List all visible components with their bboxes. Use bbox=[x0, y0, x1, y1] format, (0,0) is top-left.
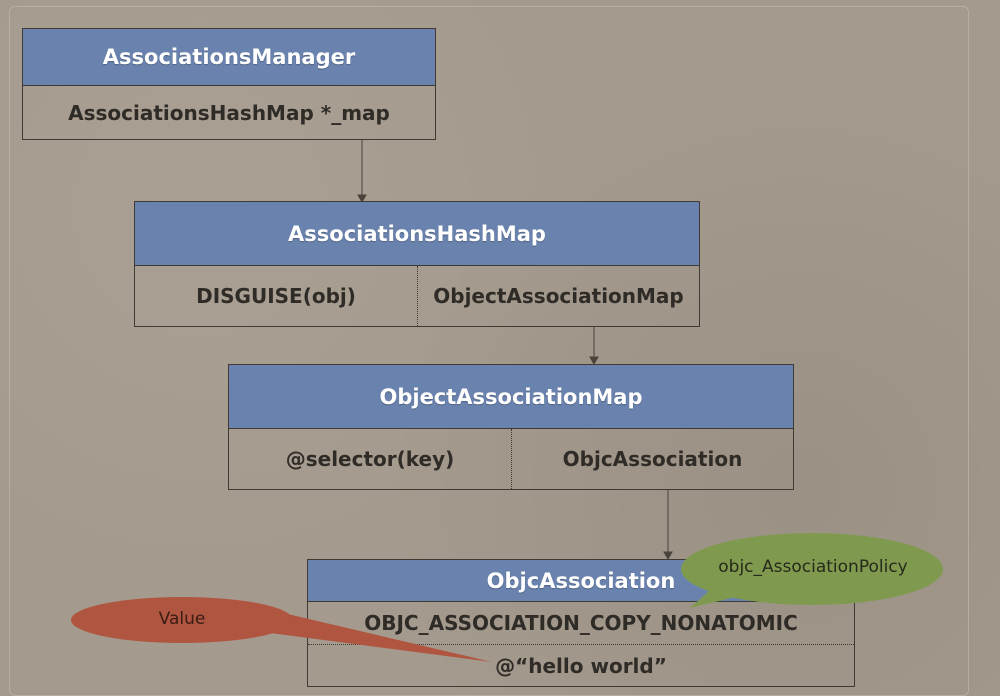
value-bubble bbox=[71, 597, 293, 643]
value-callout-label: Value bbox=[158, 609, 206, 629]
objc-association-value: @“hello world” bbox=[308, 644, 854, 686]
associations-hashmap-box: AssociationsHashMap DISGUISE(obj) Object… bbox=[134, 201, 700, 327]
objc-association-policy: OBJC_ASSOCIATION_COPY_NONATOMIC bbox=[364, 611, 798, 635]
arrowhead-1 bbox=[357, 194, 367, 204]
associations-manager-box: AssociationsManager AssociationsHashMap … bbox=[22, 28, 436, 140]
policy-callout-label: objc_AssociationPolicy bbox=[718, 557, 908, 577]
object-association-map-entry: @selector(key) ObjcAssociation bbox=[229, 429, 793, 489]
objectmap-value-cell: ObjcAssociation bbox=[511, 429, 793, 489]
object-association-map-box: ObjectAssociationMap @selector(key) Objc… bbox=[228, 364, 794, 490]
value-bubble-tail bbox=[232, 608, 492, 662]
object-association-map-title: ObjectAssociationMap bbox=[229, 365, 793, 429]
hashmap-value-cell: ObjectAssociationMap bbox=[417, 266, 699, 326]
policy-bubble bbox=[681, 533, 943, 605]
hashmap-key-cell: DISGUISE(obj) bbox=[196, 284, 356, 308]
associations-manager-title: AssociationsManager bbox=[23, 29, 435, 86]
objc-association-box: ObjcAssociation OBJC_ASSOCIATION_COPY_NO… bbox=[307, 559, 855, 687]
associations-hashmap-title: AssociationsHashMap bbox=[135, 202, 699, 266]
arrowhead-3 bbox=[663, 551, 673, 561]
associations-hashmap-entry: DISGUISE(obj) ObjectAssociationMap bbox=[135, 266, 699, 326]
associations-manager-map-field: AssociationsHashMap *_map bbox=[68, 100, 390, 125]
arrowhead-2 bbox=[589, 356, 599, 366]
objectmap-key-cell: @selector(key) bbox=[285, 447, 455, 471]
